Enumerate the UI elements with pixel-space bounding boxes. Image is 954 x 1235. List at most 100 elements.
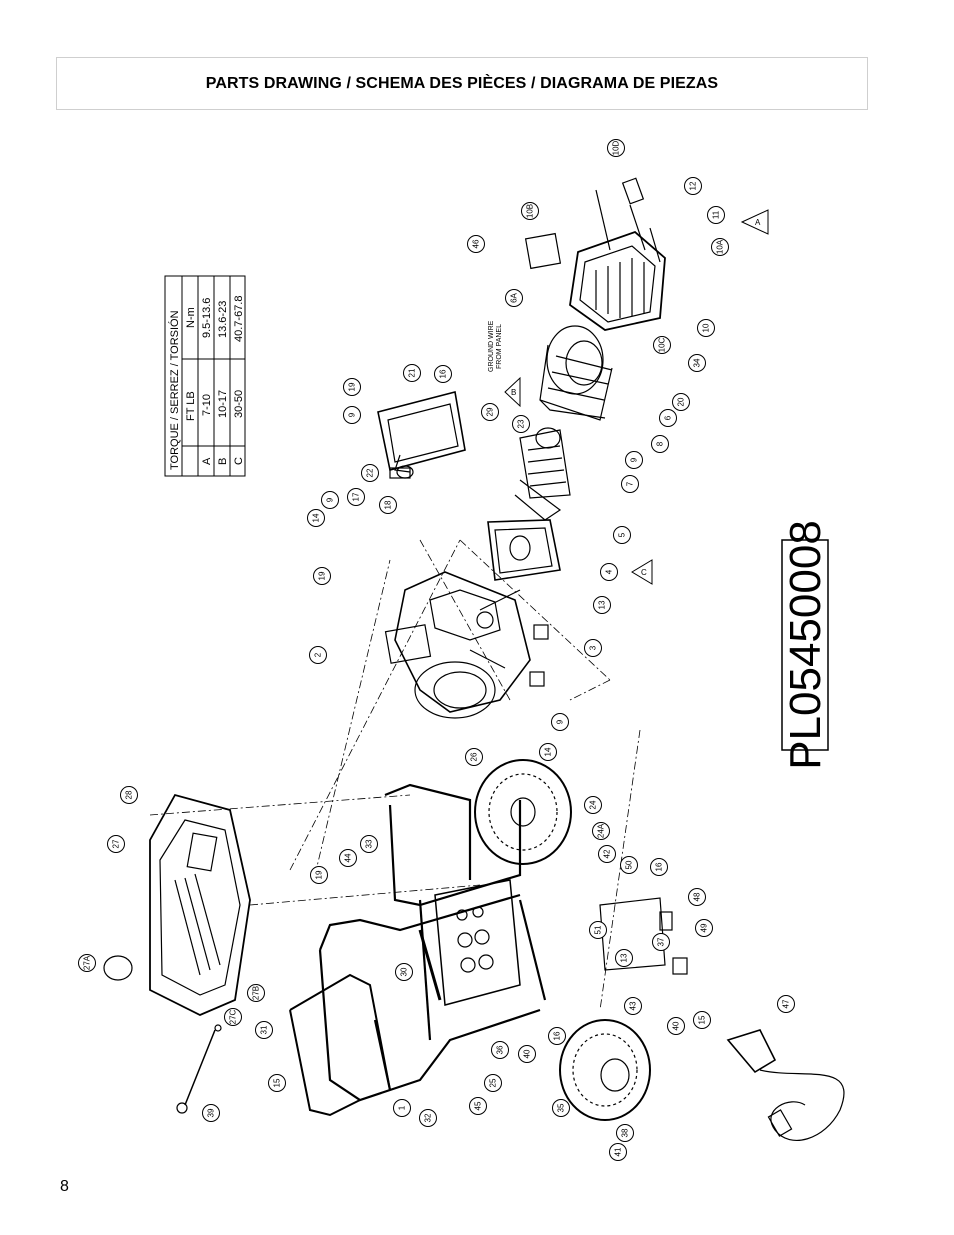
callout-circle [469,1097,487,1115]
frame [318,783,547,1102]
callout-circle [491,1041,509,1059]
callout-number: 26 [470,752,479,761]
callout-circle [693,1011,711,1029]
callout-circle [584,796,602,814]
callout-number: 14 [544,747,553,756]
callout-circle [484,1074,502,1092]
drawing-code: PL05450008 [781,520,830,770]
callout-bubble: 9 [625,451,643,469]
callout-number: 2 [314,652,323,657]
callout-circle [651,435,669,453]
callout-circle [518,1045,536,1063]
callout-bubble: 9 [551,713,569,731]
callout-number: 32 [424,1113,433,1122]
torque-col-ftlb: FT LB [185,391,197,421]
callout-bubble: 4 [600,563,618,581]
callout-bubble: 37 [652,933,670,951]
callout-number: 19 [315,870,324,879]
callout-number: 42 [603,849,612,858]
callout-bubble: 38 [616,1124,634,1142]
torque-row-key: A [201,457,213,465]
callout-circle [695,919,713,937]
callout-circle [310,866,328,884]
callout-number: 46 [472,239,481,248]
callout-number: 3 [589,645,598,650]
callout-number: 20 [677,397,686,406]
callout-number: 33 [365,839,374,848]
callout-bubble: 39 [202,1104,220,1122]
callout-number: 15 [273,1078,282,1087]
callout-number: 31 [260,1025,269,1034]
callout-bubble: 46 [467,235,485,253]
callout-number: 14 [312,513,321,522]
callout-number: 23 [517,419,526,428]
callout-bubble: 43 [624,997,642,1015]
callout-circle [777,995,795,1013]
callout-bubble: 47 [777,995,795,1013]
callout-number: 21 [408,368,417,377]
callout-bubble: 14 [539,743,557,761]
callout-number: 35 [557,1103,566,1112]
callout-circle [593,596,611,614]
callout-circle [615,949,633,967]
callout-circle [512,415,530,433]
callout-circle [616,1124,634,1142]
callout-number: 18 [384,500,393,509]
callout-circle [598,845,616,863]
callout-number: 48 [693,892,702,901]
callout-bubble: 34 [688,354,706,372]
callout-circle [667,1017,685,1035]
callout-number: 40 [523,1049,532,1058]
callout-number: 9 [348,412,357,417]
callout-bubble: 2 [309,646,327,664]
callout-bubble: 27C [224,1008,242,1026]
callout-circle [552,1099,570,1117]
callout-bubble: 22 [361,464,379,482]
callout-number: 49 [700,923,709,932]
callout-number: 27 [112,839,121,848]
callout-bubble: 12 [684,177,702,195]
torque-row-nm: 13.6-23 [217,301,229,338]
torque-row-key: B [217,458,229,465]
callout-bubble: 19 [343,378,361,396]
callout-circle [224,1008,242,1026]
callout-circle [521,202,539,220]
callout-bubble: 6 [659,409,677,427]
callouts: 10D10B121110A10466A10C342068975413391421… [78,139,795,1161]
callout-circle [653,336,671,354]
callout-number: 28 [125,790,134,799]
callout-number: 38 [621,1128,630,1137]
callout-circle [697,319,715,337]
callout-number: 34 [693,358,702,367]
dashed-leaders [149,539,641,1011]
callout-number: 50 [625,860,634,869]
callout-number: 47 [782,999,791,1008]
torque-marker-c: C [631,559,653,585]
callout-number: 27C [229,1009,238,1024]
callout-number: 9 [630,457,639,462]
wheel-lower [559,1019,651,1121]
callout-bubble: 42 [598,845,616,863]
line-art [103,177,845,1141]
callout-bubble: 17 [347,488,365,506]
callout-number: 9 [326,497,335,502]
foot-bracket [599,897,688,975]
callout-bubble: 16 [650,858,668,876]
callout-bubble: 10D [607,139,625,157]
callout-bubble: 10B [521,202,539,220]
callout-bubble: 24A [592,822,610,840]
callout-circle [307,509,325,527]
callout-number: 19 [318,571,327,580]
callout-circle [313,567,331,585]
callout-number: 39 [207,1108,216,1117]
callout-circle [589,921,607,939]
control-panel [418,879,521,1006]
callout-bubble: 21 [403,364,421,382]
callout-circle [120,786,138,804]
callout-number: 40 [672,1021,681,1030]
callout-bubble: 16 [548,1027,566,1045]
callout-circle [650,858,668,876]
callout-bubble: 51 [589,921,607,939]
torque-row-key: C [233,457,245,465]
callout-circle [465,748,483,766]
